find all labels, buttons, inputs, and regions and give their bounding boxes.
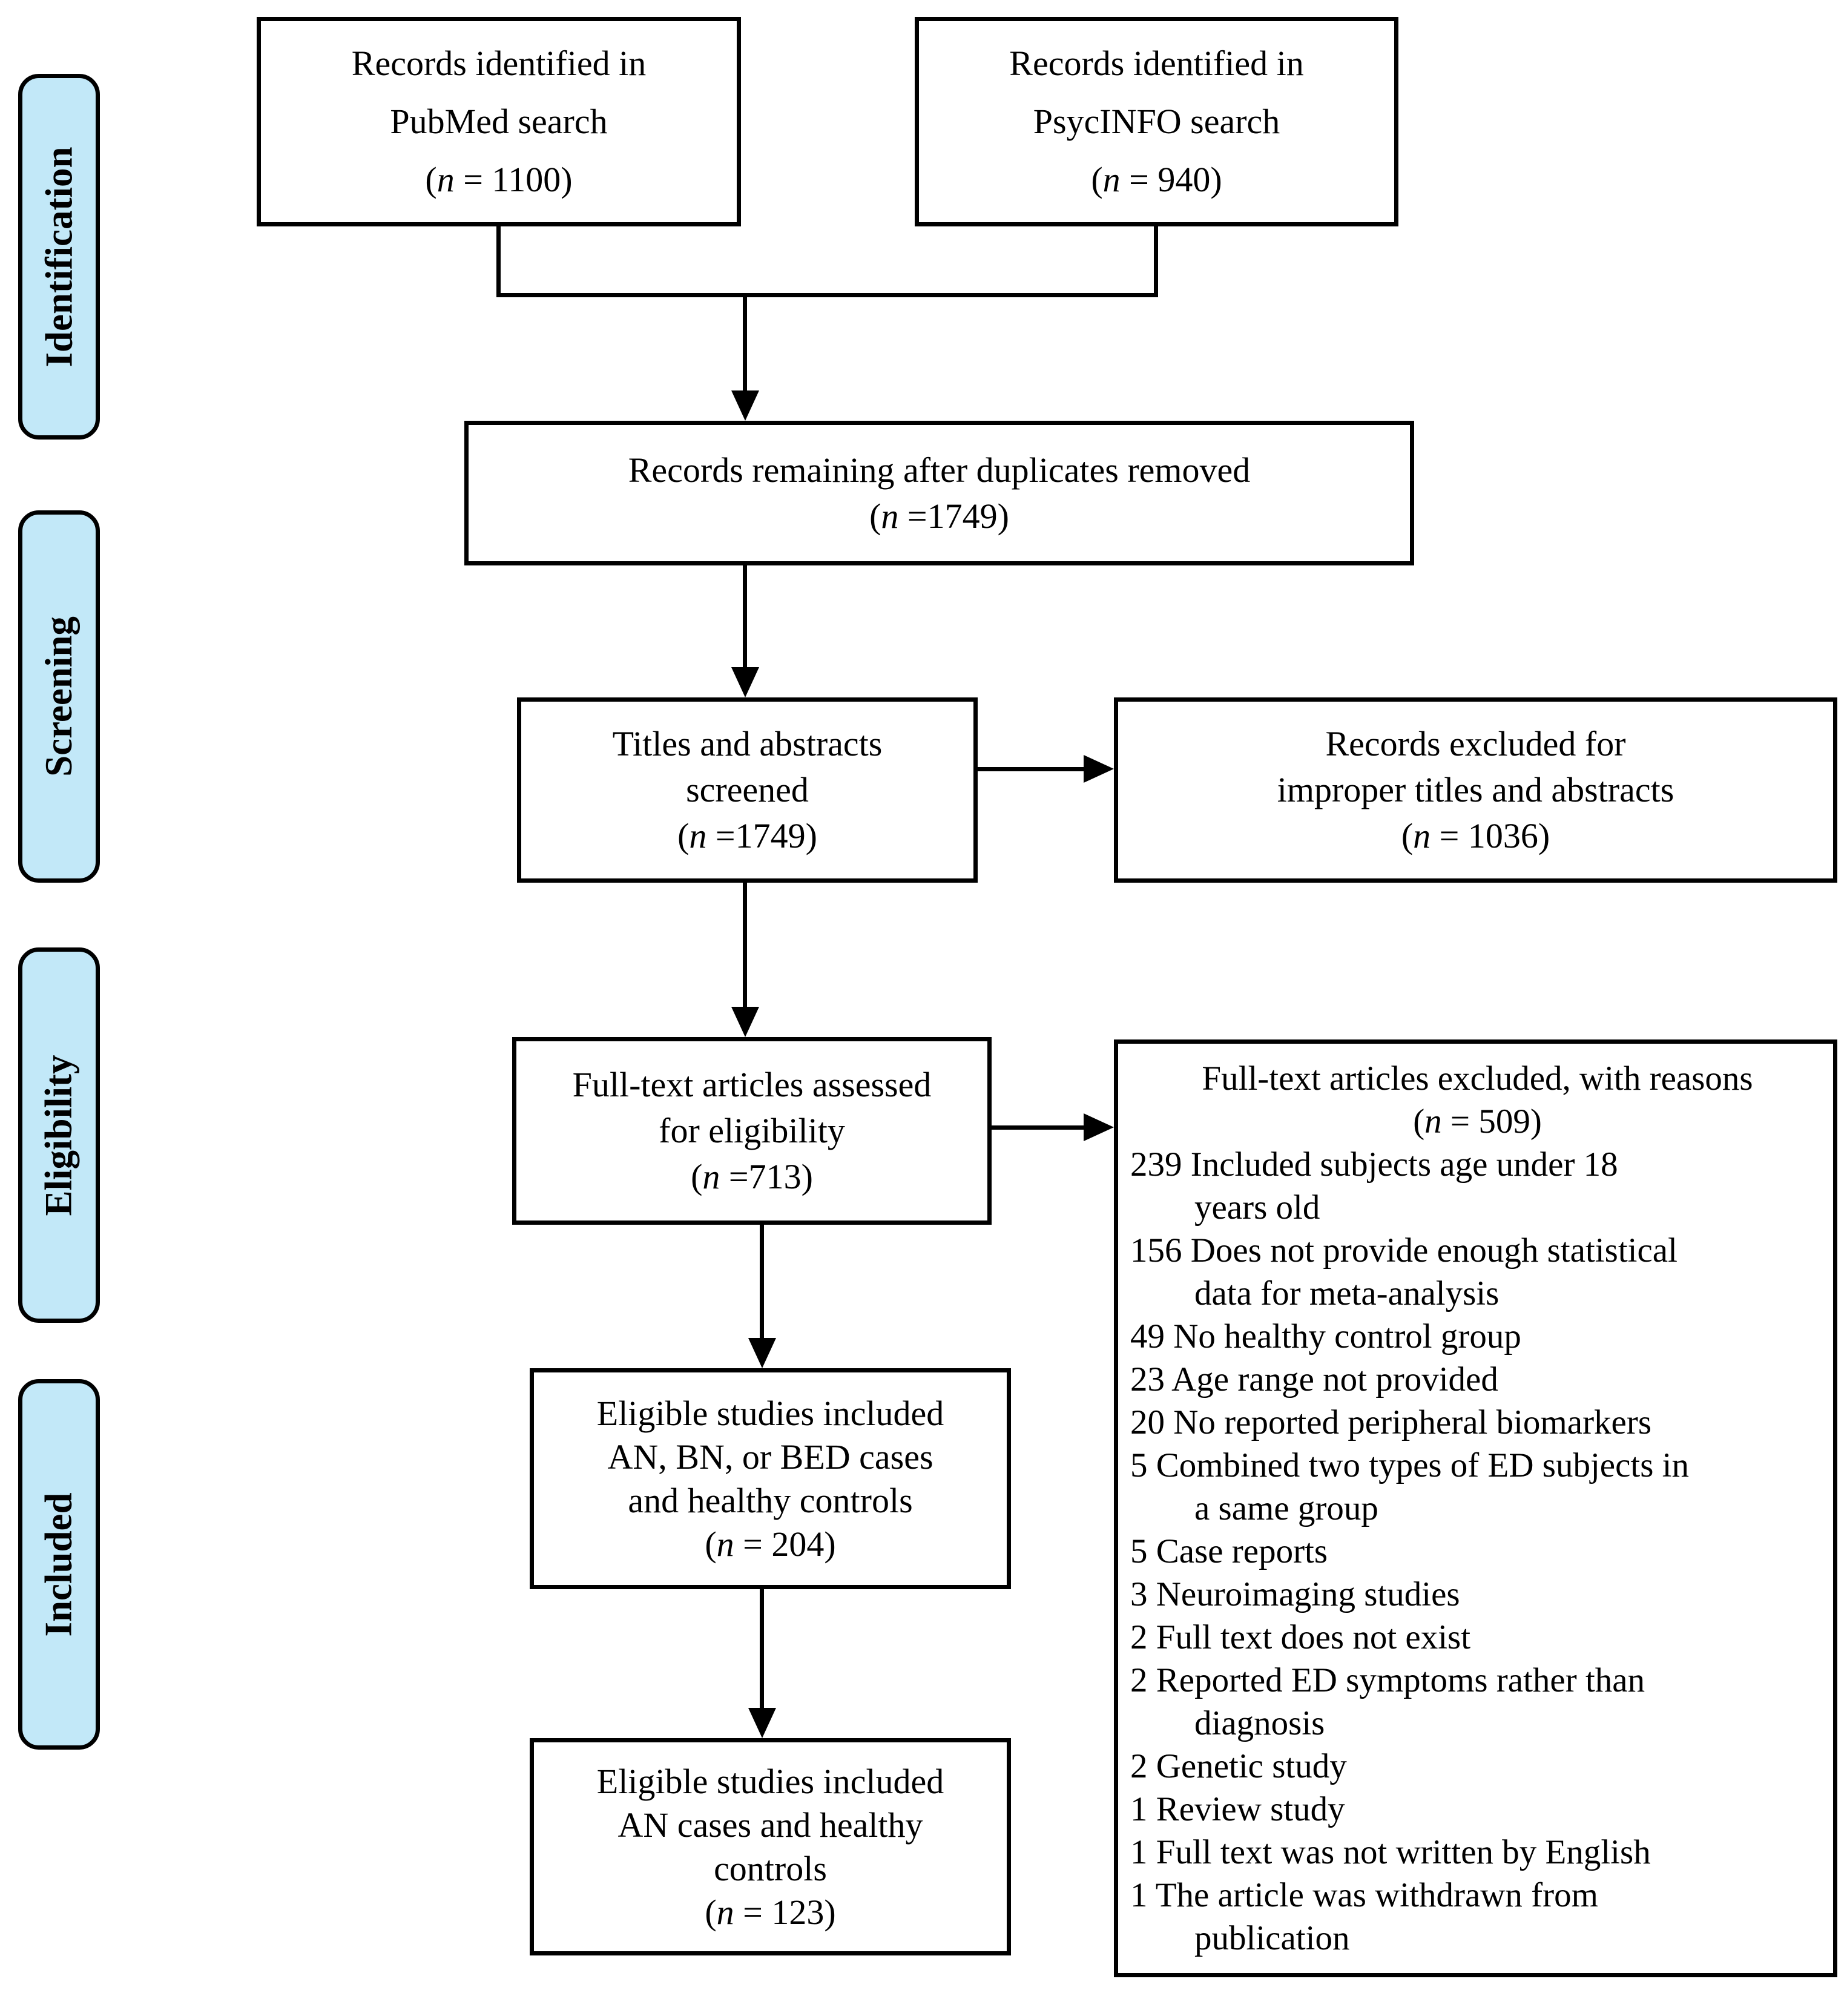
- connector-fulltext-to-eligible-all: [760, 1225, 764, 1342]
- n-symbol: n: [1413, 816, 1431, 855]
- n-value: = 1100): [454, 160, 573, 199]
- box-eligible-an-text: Eligible studies included AN cases and h…: [596, 1761, 944, 1888]
- n-symbol: n: [716, 1524, 734, 1564]
- n-symbol: n: [689, 816, 707, 855]
- arrowhead-to-duplicates: [731, 390, 759, 421]
- connector-fulltext-to-excluded: [992, 1125, 1090, 1130]
- exclusion-reason-item: 2 Reported ED symptoms rather than diagn…: [1130, 1661, 1645, 1742]
- n-value: = 204): [734, 1524, 836, 1564]
- n-value: = 123): [734, 1892, 836, 1932]
- n-open: (: [1091, 160, 1103, 199]
- stage-screening: Screening: [18, 510, 100, 883]
- box-fulltext-assessed: Full-text articles assessed for eligibil…: [512, 1037, 992, 1225]
- exclusion-reasons-list: 239 Included subjects age under 18 years…: [1130, 1143, 1825, 1960]
- exclusion-reason-item: 20 No reported peripheral biomarkers: [1130, 1403, 1652, 1441]
- exclusion-reason-item: 2 Full text does not exist: [1130, 1618, 1471, 1656]
- stage-eligibility-label: Eligibility: [38, 1054, 80, 1216]
- stage-included-label: Included: [38, 1492, 81, 1637]
- box-records-psycinfo: Records identified in PsycINFO search (n…: [915, 17, 1398, 226]
- box-fulltext-assessed-n: (n =713): [691, 1154, 813, 1200]
- exclusion-reason-item: 5 Combined two types of ED subjects in a…: [1130, 1446, 1689, 1527]
- arrowhead-to-excluded-fulltext: [1084, 1113, 1114, 1141]
- exclusion-reason-item: 1 Full text was not written by English: [1130, 1833, 1651, 1871]
- box-records-psycinfo-n: (n = 940): [1091, 151, 1222, 209]
- n-open: (: [705, 1524, 717, 1564]
- n-value: = 940): [1120, 160, 1222, 199]
- exclusion-reason-item: 156 Does not provide enough statistical …: [1130, 1231, 1677, 1313]
- connector-duplicates-to-screened: [743, 565, 747, 671]
- box-records-excluded-titles-text: Records excluded for improper titles and…: [1277, 724, 1674, 809]
- box-fulltext-assessed-text: Full-text articles assessed for eligibil…: [572, 1065, 932, 1150]
- n-open: (: [1413, 1102, 1425, 1141]
- stage-eligibility: Eligibility: [18, 947, 100, 1323]
- connector-merge-drop: [743, 293, 747, 400]
- exclusion-reason-item: 239 Included subjects age under 18 years…: [1130, 1145, 1618, 1227]
- n-open: (: [691, 1157, 703, 1196]
- exclusion-reason-item: 5 Case reports: [1130, 1532, 1328, 1570]
- box-records-pubmed-n: (n = 1100): [425, 151, 572, 209]
- stage-screening-label: Screening: [38, 616, 81, 777]
- n-value: = 509): [1441, 1102, 1542, 1141]
- n-value: = 1036): [1431, 816, 1550, 855]
- n-value: =1749): [898, 496, 1009, 536]
- n-symbol: n: [881, 496, 899, 536]
- connector-psycinfo-down: [1154, 226, 1158, 297]
- n-value: =713): [720, 1157, 813, 1196]
- box-eligible-an-bn-bed-n: (n = 204): [705, 1523, 835, 1566]
- box-duplicates-removed-n: (n =1749): [869, 493, 1009, 539]
- box-records-excluded-titles: Records excluded for improper titles and…: [1114, 697, 1837, 883]
- connector-pubmed-down: [496, 226, 501, 297]
- stage-identification: Identification: [18, 74, 100, 440]
- stage-identification-label: Identification: [38, 146, 81, 367]
- box-titles-abstracts-screened-text: Titles and abstracts screened: [612, 724, 883, 809]
- box-duplicates-removed-text: Records remaining after duplicates remov…: [628, 450, 1251, 490]
- n-open: (: [869, 496, 881, 536]
- n-open: (: [1401, 816, 1414, 855]
- box-fulltext-excluded-title: Full-text articles excluded, with reason…: [1202, 1059, 1753, 1098]
- arrowhead-to-excluded-titles: [1084, 755, 1114, 783]
- n-open: (: [677, 816, 690, 855]
- n-value: =1749): [706, 816, 817, 855]
- arrowhead-to-screened: [731, 667, 759, 697]
- box-eligible-an-bn-bed: Eligible studies included AN, BN, or BED…: [530, 1368, 1011, 1589]
- n-open: (: [705, 1892, 717, 1932]
- box-records-excluded-titles-n: (n = 1036): [1401, 813, 1550, 859]
- n-symbol: n: [1424, 1102, 1442, 1141]
- box-records-psycinfo-text: Records identified in PsycINFO search: [1009, 44, 1304, 141]
- box-duplicates-removed: Records remaining after duplicates remov…: [464, 421, 1414, 565]
- connector-screened-to-excluded: [978, 767, 1090, 771]
- box-fulltext-excluded: Full-text articles excluded, with reason…: [1114, 1039, 1837, 1977]
- arrowhead-to-eligible-all: [748, 1338, 776, 1368]
- exclusion-reason-item: 1 The article was withdrawn from publica…: [1130, 1876, 1598, 1957]
- connector-merge-horizontal: [496, 293, 1158, 297]
- n-symbol: n: [1102, 160, 1121, 199]
- box-records-pubmed: Records identified in PubMed search (n =…: [257, 17, 741, 226]
- exclusion-reason-item: 23 Age range not provided: [1130, 1360, 1498, 1398]
- exclusion-reason-item: 3 Neuroimaging studies: [1130, 1575, 1460, 1613]
- arrowhead-to-fulltext: [731, 1007, 759, 1037]
- box-eligible-an: Eligible studies included AN cases and h…: [530, 1738, 1011, 1955]
- arrowhead-to-eligible-an: [748, 1708, 776, 1738]
- connector-screened-to-fulltext: [743, 883, 747, 1011]
- box-fulltext-excluded-n: (n = 509): [1130, 1100, 1825, 1143]
- n-symbol: n: [716, 1892, 734, 1932]
- n-symbol: n: [436, 160, 455, 199]
- n-open: (: [425, 160, 437, 199]
- box-records-pubmed-text: Records identified in PubMed search: [351, 44, 647, 141]
- box-eligible-an-n: (n = 123): [705, 1891, 835, 1934]
- stage-included: Included: [18, 1379, 100, 1750]
- box-eligible-an-bn-bed-text: Eligible studies included AN, BN, or BED…: [596, 1393, 944, 1520]
- exclusion-reason-item: 49 No healthy control group: [1130, 1317, 1521, 1356]
- box-titles-abstracts-screened-n: (n =1749): [677, 813, 817, 859]
- box-titles-abstracts-screened: Titles and abstracts screened (n =1749): [517, 697, 978, 883]
- exclusion-reason-item: 2 Genetic study: [1130, 1747, 1347, 1785]
- connector-eligible-all-to-an: [760, 1589, 764, 1712]
- n-symbol: n: [702, 1157, 720, 1196]
- exclusion-reason-item: 1 Review study: [1130, 1790, 1345, 1828]
